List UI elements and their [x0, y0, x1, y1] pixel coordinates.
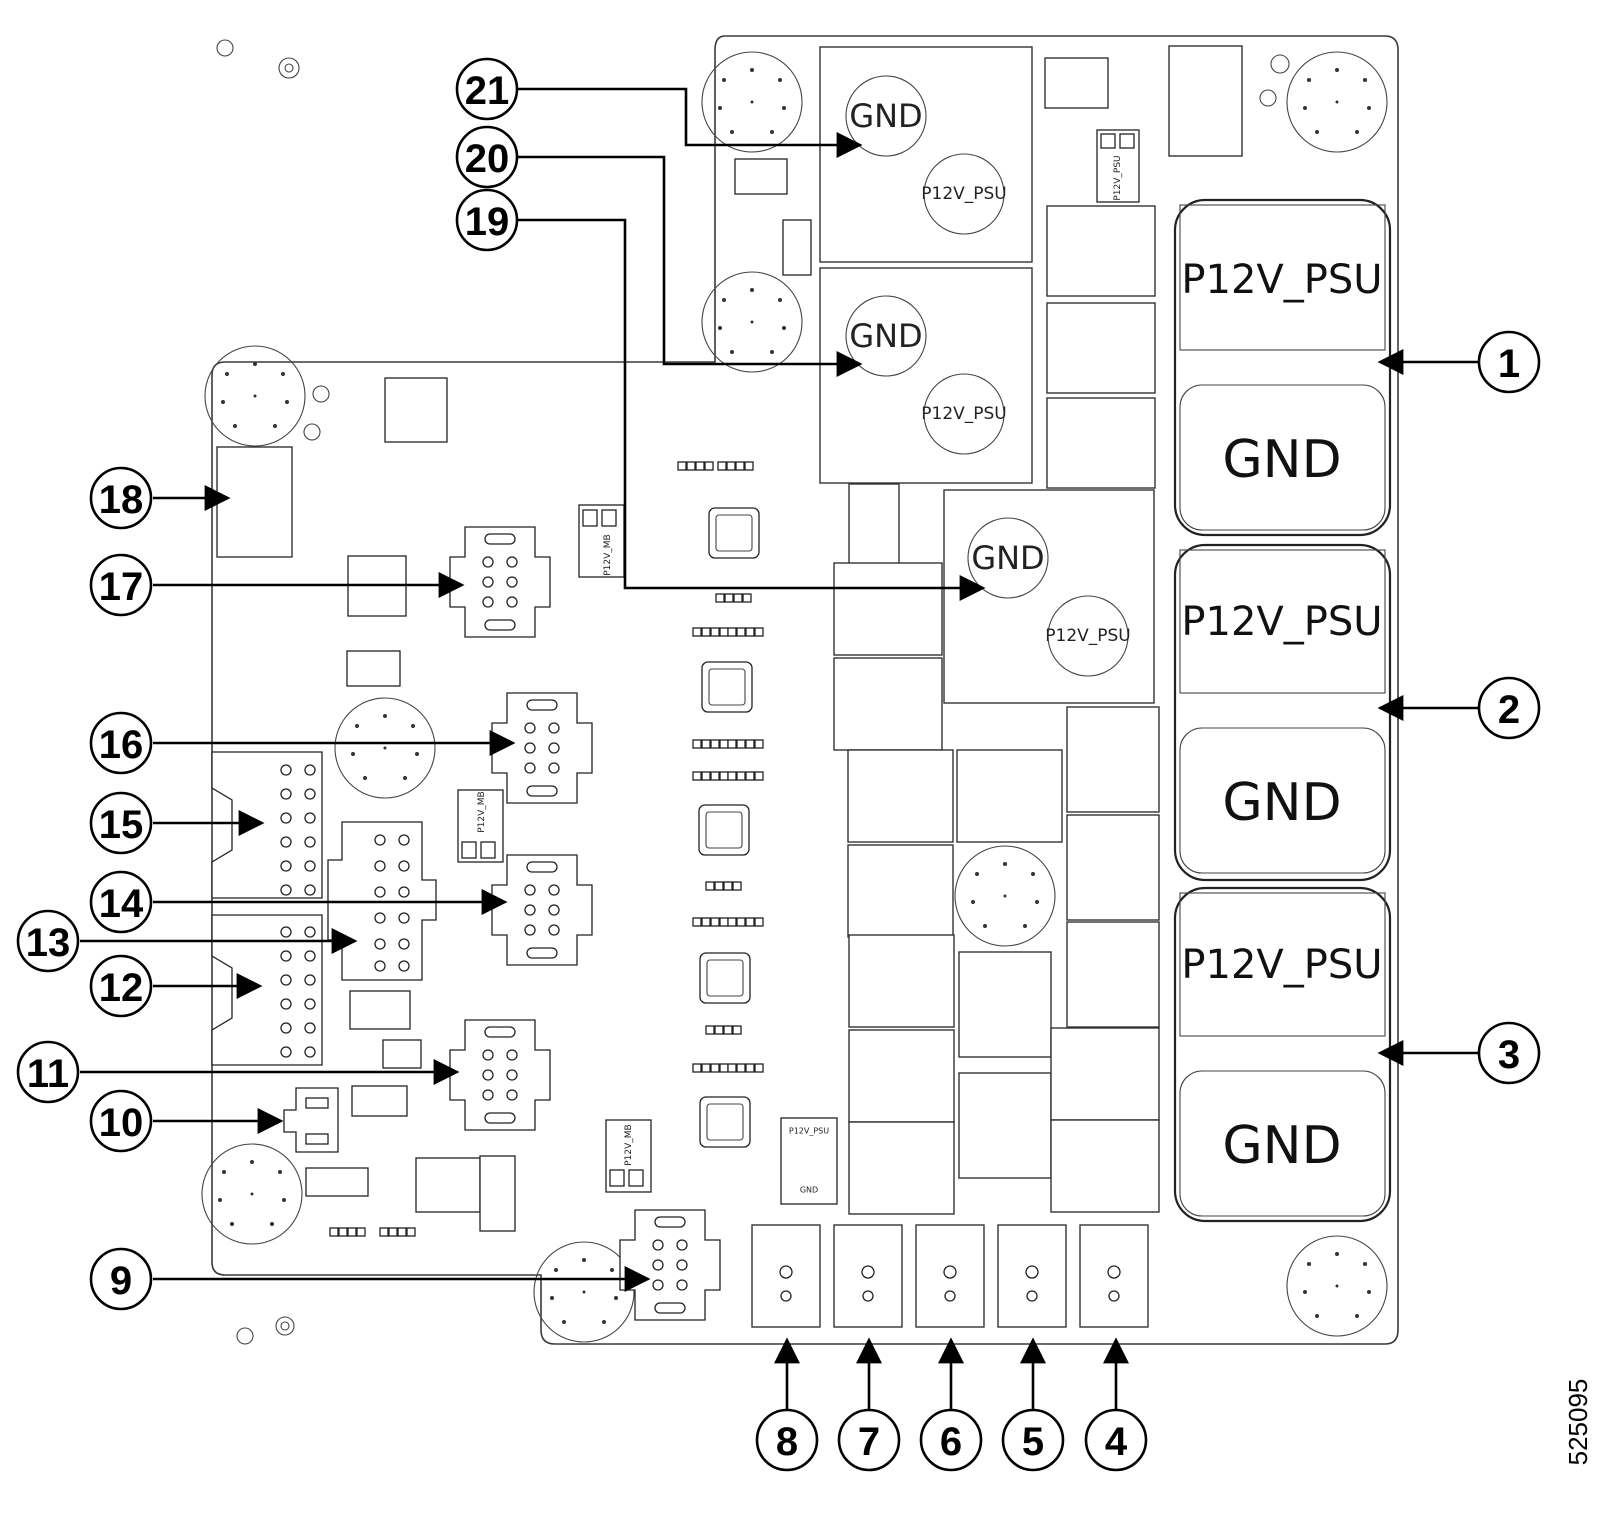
psu-gnd-small-part: P12V_PSU GND: [780, 1117, 838, 1205]
bottom-terminal-4: [1079, 1224, 1149, 1328]
svg-text:GND: GND: [971, 539, 1044, 577]
svg-text:14: 14: [99, 882, 144, 926]
svg-text:13: 13: [26, 921, 71, 965]
mid-terminal-19: GND P12V_PSU: [943, 489, 1155, 704]
svg-text:3: 3: [1498, 1033, 1520, 1077]
svg-text:4: 4: [1105, 1420, 1128, 1464]
svg-text:18: 18: [99, 478, 144, 522]
svg-text:1: 1: [1498, 342, 1520, 386]
svg-text:P12V_MB: P12V_MB: [624, 1124, 634, 1165]
svg-text:8: 8: [776, 1420, 798, 1464]
svg-text:P12V_PSU: P12V_PSU: [921, 404, 1007, 424]
svg-text:GND: GND: [849, 317, 922, 355]
svg-text:5: 5: [1022, 1420, 1044, 1464]
power-pad-2: P12V_PSU GND: [1173, 543, 1392, 882]
callout-7: 7: [837, 1408, 901, 1472]
svg-text:17: 17: [99, 565, 144, 609]
svg-text:21: 21: [465, 69, 510, 113]
top-terminal-21: GND P12V_PSU: [819, 46, 1033, 263]
power-pad-1: P12V_PSU GND: [1173, 198, 1392, 537]
svg-text:P12V_PSU: P12V_PSU: [789, 1127, 829, 1136]
power-pad-3: P12V_PSU GND: [1173, 886, 1392, 1223]
callout-21: 21: [455, 57, 519, 121]
svg-text:15: 15: [99, 803, 144, 847]
svg-text:16: 16: [99, 723, 144, 767]
svg-text:9: 9: [110, 1259, 132, 1303]
connector-14: [491, 854, 593, 966]
connector-16: [491, 692, 593, 804]
bottom-terminal-7: [833, 1224, 903, 1328]
svg-text:P12V_PSU: P12V_PSU: [1181, 942, 1382, 988]
callout-8: 8: [755, 1408, 819, 1472]
svg-text:P12V_PSU: P12V_PSU: [1045, 626, 1131, 646]
callout-12: 12: [89, 954, 153, 1018]
svg-text:20: 20: [465, 137, 510, 181]
callout-11: 11: [16, 1040, 80, 1104]
callout-13: 13: [16, 909, 80, 973]
callout-20: 20: [455, 125, 519, 189]
svg-text:GND: GND: [800, 1186, 818, 1195]
svg-text:19: 19: [465, 200, 510, 244]
callout-15: 15: [89, 791, 153, 855]
svg-text:P12V_PSU: P12V_PSU: [921, 184, 1007, 204]
callout-14: 14: [89, 870, 153, 934]
figure-id: 525095: [1563, 1379, 1593, 1466]
svg-text:P12V_PSU: P12V_PSU: [1181, 257, 1382, 303]
connector-9: [619, 1209, 721, 1321]
callout-4: 4: [1084, 1408, 1148, 1472]
svg-text:P12V_MB: P12V_MB: [477, 791, 487, 832]
callout-17: 17: [89, 553, 153, 617]
connector-17: [449, 526, 551, 638]
callout-19: 19: [455, 188, 519, 252]
psu-gnd-tile-grid: [833, 205, 1160, 1215]
p12v-psu-small-vertical: P12V_PSU: [1096, 129, 1140, 203]
svg-text:6: 6: [940, 1420, 962, 1464]
p12v-mb-part-1: P12V_MB: [578, 504, 625, 578]
callout-16: 16: [89, 711, 153, 775]
bottom-terminal-5: [997, 1224, 1067, 1328]
callout-18: 18: [89, 466, 153, 530]
p12v-mb-part-2: P12V_MB: [457, 789, 504, 863]
svg-text:P12V_PSU: P12V_PSU: [1113, 155, 1123, 200]
svg-text:2: 2: [1498, 688, 1520, 732]
connector-11: [449, 1019, 551, 1131]
callout-10: 10: [89, 1089, 153, 1153]
svg-text:10: 10: [99, 1101, 144, 1145]
p12v-mb-part-3: P12V_MB: [605, 1119, 652, 1193]
svg-text:GND: GND: [1222, 430, 1341, 490]
leader-lines: [80, 87, 1478, 1416]
svg-text:11: 11: [27, 1052, 69, 1096]
callout-9: 9: [89, 1247, 153, 1311]
svg-text:12: 12: [99, 966, 144, 1010]
callout-2: 2: [1477, 676, 1541, 740]
callout-1: 1: [1477, 330, 1541, 394]
svg-text:GND: GND: [1222, 773, 1341, 833]
callout-3: 3: [1477, 1021, 1541, 1085]
svg-text:P12V_MB: P12V_MB: [603, 534, 613, 575]
top-terminal-20: GND P12V_PSU: [819, 267, 1033, 484]
callout-5: 5: [1001, 1408, 1065, 1472]
bottom-terminal-8: [751, 1224, 821, 1328]
svg-text:7: 7: [858, 1420, 880, 1464]
bottom-terminal-6: [915, 1224, 985, 1328]
svg-text:GND: GND: [1222, 1116, 1341, 1176]
svg-text:P12V_PSU: P12V_PSU: [1181, 599, 1382, 645]
callout-6: 6: [919, 1408, 983, 1472]
svg-text:GND: GND: [849, 97, 922, 135]
